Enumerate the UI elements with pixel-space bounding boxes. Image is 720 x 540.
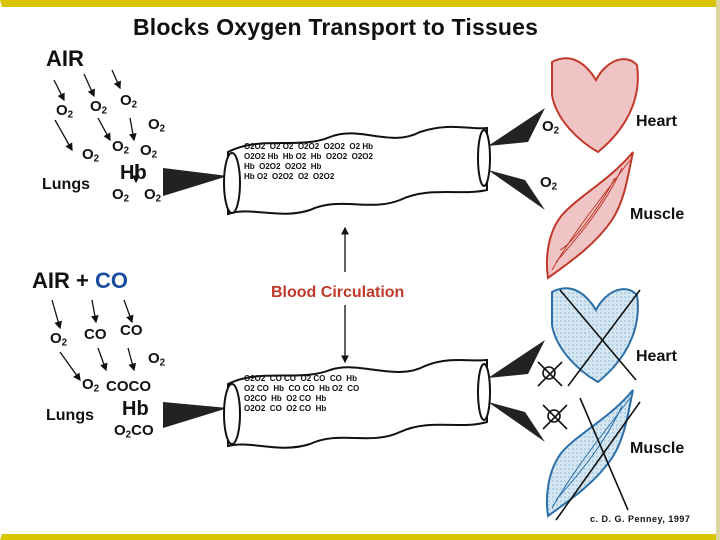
blocked-o2-heart [537,361,563,387]
bottom-air-co-label: AIR + CO [32,268,128,293]
blood-circulation-label: Blood Circulation [271,284,405,301]
top-air-arrows [53,69,140,184]
top-hb-label: Hb [120,162,147,184]
blocked-o2-muscle [542,404,568,430]
o2-molecule: O2 [140,142,158,161]
credit-text: c. D. G. Penney, 1997 [590,514,691,524]
top-heart-funnel [488,108,545,146]
o2-molecule: O2 [144,186,162,205]
bottom-muscle-label: Muscle [630,440,685,457]
top-muscle-label: Muscle [630,206,685,223]
bottom-lung-funnel [163,402,228,428]
bottom-air-arrows [51,299,137,382]
bottom-vessel-contents: O2O2 CO CO O2 CO CO Hb O2 CO Hb CO CO Hb… [244,374,360,413]
o2-molecule: O2 [50,330,68,349]
top-lungs-label: Lungs [42,176,90,193]
co-molecule: CO [120,322,143,339]
bottom-lungs-label: Lungs [46,407,94,424]
top-lung-funnel [163,168,228,196]
o2-molecule: O2 [82,376,100,395]
o2-molecule: O2 [82,146,100,165]
bottom-muscle-shape [545,389,641,521]
bottom-vessel-opening [223,383,241,445]
top-vessel-contents: O2O2 O2 O2 O2O2 O2O2 O2 Hb O2O2 Hb Hb O2… [244,142,373,181]
co-molecule: CO [84,326,107,343]
top-muscle-funnel [488,170,545,210]
o2-molecule: O2 [148,116,166,135]
bottom-heart-shape [551,287,641,387]
top-heart-o2: O2 [542,118,560,137]
right-edge-bar [716,0,720,540]
top-muscle-o2: O2 [540,174,558,193]
o2-molecule: O2 [112,186,130,205]
top-heart-shape [551,57,639,154]
o2-molecule: O2 [148,350,166,369]
top-heart-label: Heart [636,113,677,130]
top-air-label: AIR [46,46,84,71]
top-muscle-shape [545,151,634,280]
bottom-vessel-end [477,363,491,421]
bottom-heart-label: Heart [636,348,677,365]
slide-title: Blocks Oxygen Transport to Tissues [133,14,539,40]
bottom-hb-label: Hb [122,398,149,420]
o2-molecule: O2 [112,138,130,157]
o2co-molecules: O2CO [114,422,154,441]
top-vessel-end [477,129,491,187]
bottom-blood-vessel [227,358,488,449]
bottom-muscle-funnel [488,402,545,442]
o2-molecule: O2 [56,102,74,121]
coco-molecules: COCO [106,378,151,395]
o2-molecule: O2 [90,98,108,117]
top-vessel-opening [223,152,241,214]
bottom-heart-funnel [488,340,545,378]
o2-molecule: O2 [120,92,138,111]
